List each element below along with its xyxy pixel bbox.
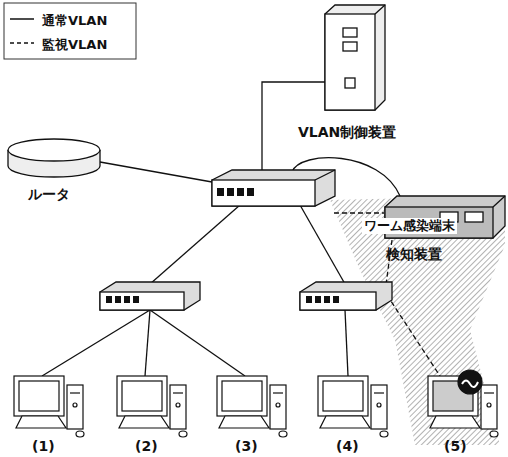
pc-icon bbox=[117, 376, 187, 437]
pc-icon bbox=[217, 376, 287, 437]
core-switch bbox=[212, 170, 335, 206]
normal-wires bbox=[42, 82, 400, 376]
device-label: ルータ bbox=[28, 184, 70, 203]
device-name: 検知装置 bbox=[386, 246, 442, 263]
device-name: (1) bbox=[32, 438, 55, 455]
device-label: (5) bbox=[444, 436, 467, 455]
device-label: VLAN制御装置 bbox=[298, 122, 396, 141]
pc-icon bbox=[14, 376, 84, 437]
legend-text: 監視VLAN bbox=[42, 37, 107, 53]
device-label: 検知装置 bbox=[386, 244, 442, 263]
device-label: (3) bbox=[235, 436, 258, 455]
legend-frame bbox=[4, 3, 136, 59]
server-icon bbox=[325, 5, 385, 110]
pc-icon bbox=[318, 376, 388, 437]
device-label: (1) bbox=[32, 436, 55, 455]
legend-item: 通常VLAN bbox=[42, 10, 107, 29]
device-name: (3) bbox=[235, 438, 258, 455]
router-cylinder bbox=[8, 139, 100, 177]
infected-terminal-label: ワーム感染端末 bbox=[362, 218, 457, 234]
device-label: (4) bbox=[336, 436, 359, 455]
edge-switches bbox=[100, 282, 392, 310]
device-name: VLAN制御装置 bbox=[298, 124, 396, 141]
device-name: (4) bbox=[336, 438, 359, 455]
device-label: (2) bbox=[135, 436, 158, 455]
device-name: (2) bbox=[135, 438, 158, 455]
device-name: (5) bbox=[444, 438, 467, 455]
legend-text: 通常VLAN bbox=[42, 13, 107, 29]
legend-dashed-sample bbox=[10, 42, 34, 44]
pc-icons bbox=[14, 370, 498, 437]
pc-icon bbox=[428, 370, 498, 437]
legend-solid-sample bbox=[10, 18, 34, 20]
callout-text: ワーム感染端末 bbox=[362, 215, 457, 234]
legend-item: 監視VLAN bbox=[42, 34, 107, 53]
device-name: ルータ bbox=[28, 186, 70, 203]
